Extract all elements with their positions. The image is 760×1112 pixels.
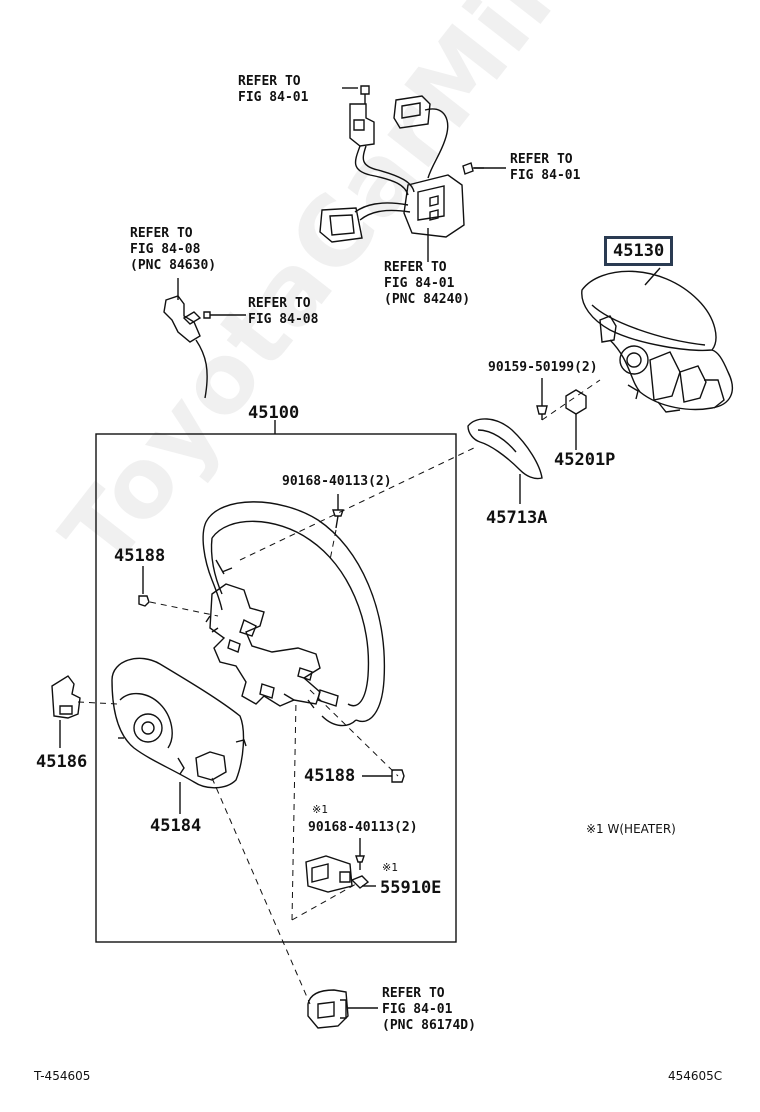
ref-fig-84-08-short: REFER TO FIG 84-08 bbox=[248, 296, 319, 327]
lower-cover-45184 bbox=[111, 657, 247, 814]
part-45184[interactable]: 45184 bbox=[150, 816, 202, 836]
part-45100[interactable]: 45100 bbox=[248, 403, 300, 423]
ref-fig-84-08-pnc-84630: REFER TO FIG 84-08 (PNC 84630) bbox=[130, 226, 217, 273]
horn-wire-assembly bbox=[163, 278, 246, 399]
ref-fig-84-01-top-right: REFER TO FIG 84-01 bbox=[510, 152, 581, 183]
bottom-switch bbox=[307, 989, 378, 1029]
ref-fig-84-01-pnc-84240: REFER TO FIG 84-01 (PNC 84240) bbox=[384, 260, 471, 307]
spiral-cable-harness bbox=[319, 85, 506, 262]
footer-left-code: T-454605 bbox=[34, 1069, 91, 1083]
steering-wheel bbox=[202, 501, 386, 727]
note-mark-1: ※1 bbox=[312, 803, 328, 816]
heater-legend-note: ※1 W(HEATER) bbox=[586, 822, 676, 836]
bolt-and-nut bbox=[536, 378, 587, 450]
horn-pad-assembly bbox=[581, 267, 733, 413]
screw-45188-top bbox=[138, 566, 150, 607]
footer-right-code: 454605C bbox=[668, 1069, 723, 1083]
assembly-frame-45100 bbox=[95, 433, 457, 943]
note-mark-2: ※1 bbox=[382, 861, 398, 874]
part-55910E[interactable]: 55910E bbox=[380, 878, 442, 898]
ref-fig-84-01-top-left: REFER TO FIG 84-01 bbox=[238, 74, 309, 105]
screw-90168-top bbox=[332, 494, 344, 529]
part-90168-40113-top[interactable]: 90168-40113(2) bbox=[282, 474, 392, 489]
part-45713A[interactable]: 45713A bbox=[486, 508, 548, 528]
part-45201P[interactable]: 45201P bbox=[554, 450, 616, 470]
screw-45188-bottom bbox=[362, 769, 405, 783]
clip-45186 bbox=[51, 675, 81, 748]
part-90159-50199[interactable]: 90159-50199(2) bbox=[488, 360, 598, 375]
part-90168-40113-bottom[interactable]: 90168-40113(2) bbox=[308, 820, 418, 835]
part-45188-bottom[interactable]: 45188 bbox=[304, 766, 356, 786]
lower-cover-45713A bbox=[467, 418, 543, 504]
ref-fig-84-01-pnc-86174d: REFER TO FIG 84-01 (PNC 86174D) bbox=[382, 986, 476, 1033]
heater-ecu-55910E bbox=[305, 855, 376, 893]
part-45188-top[interactable]: 45188 bbox=[114, 546, 166, 566]
part-45186[interactable]: 45186 bbox=[36, 752, 88, 772]
part-45130-highlighted[interactable]: 45130 bbox=[604, 236, 674, 266]
guide-lines bbox=[77, 379, 601, 1005]
screw-90168-bottom bbox=[355, 838, 365, 870]
